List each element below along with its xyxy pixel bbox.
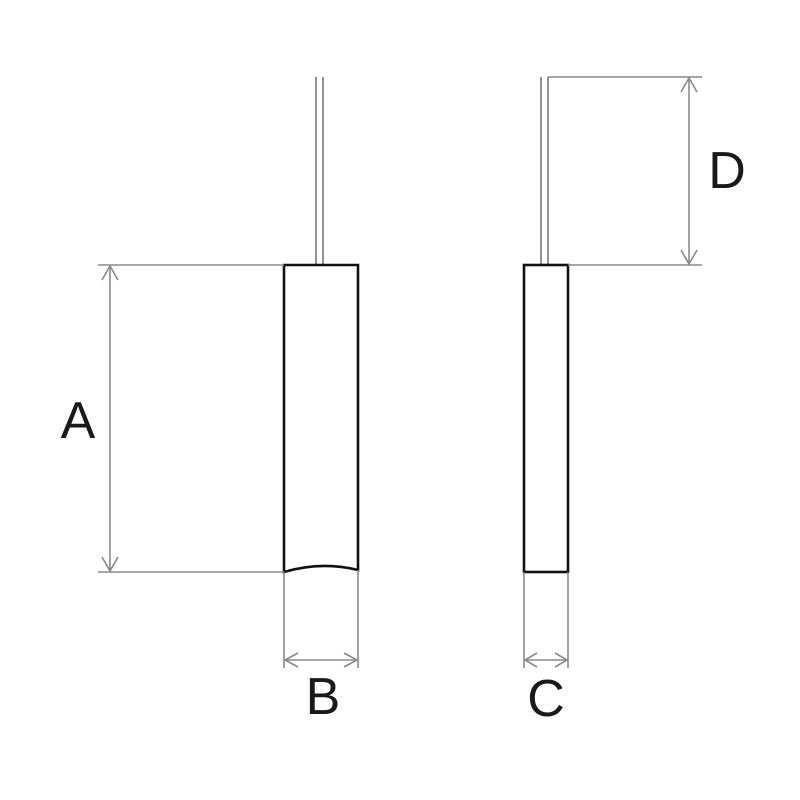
side-view (522, 77, 570, 574)
label-d: D (708, 142, 746, 200)
dimension-a: A (61, 264, 284, 573)
dimension-c: C (523, 572, 569, 728)
dimension-d: D (548, 76, 746, 266)
dimension-b: B (283, 570, 359, 726)
label-c: C (527, 670, 565, 728)
side-cable (540, 77, 549, 265)
front-cable (315, 77, 324, 265)
label-b: B (306, 668, 341, 726)
front-view (282, 77, 360, 574)
front-body (282, 263, 360, 574)
label-a: A (61, 392, 96, 450)
side-body (522, 263, 570, 574)
